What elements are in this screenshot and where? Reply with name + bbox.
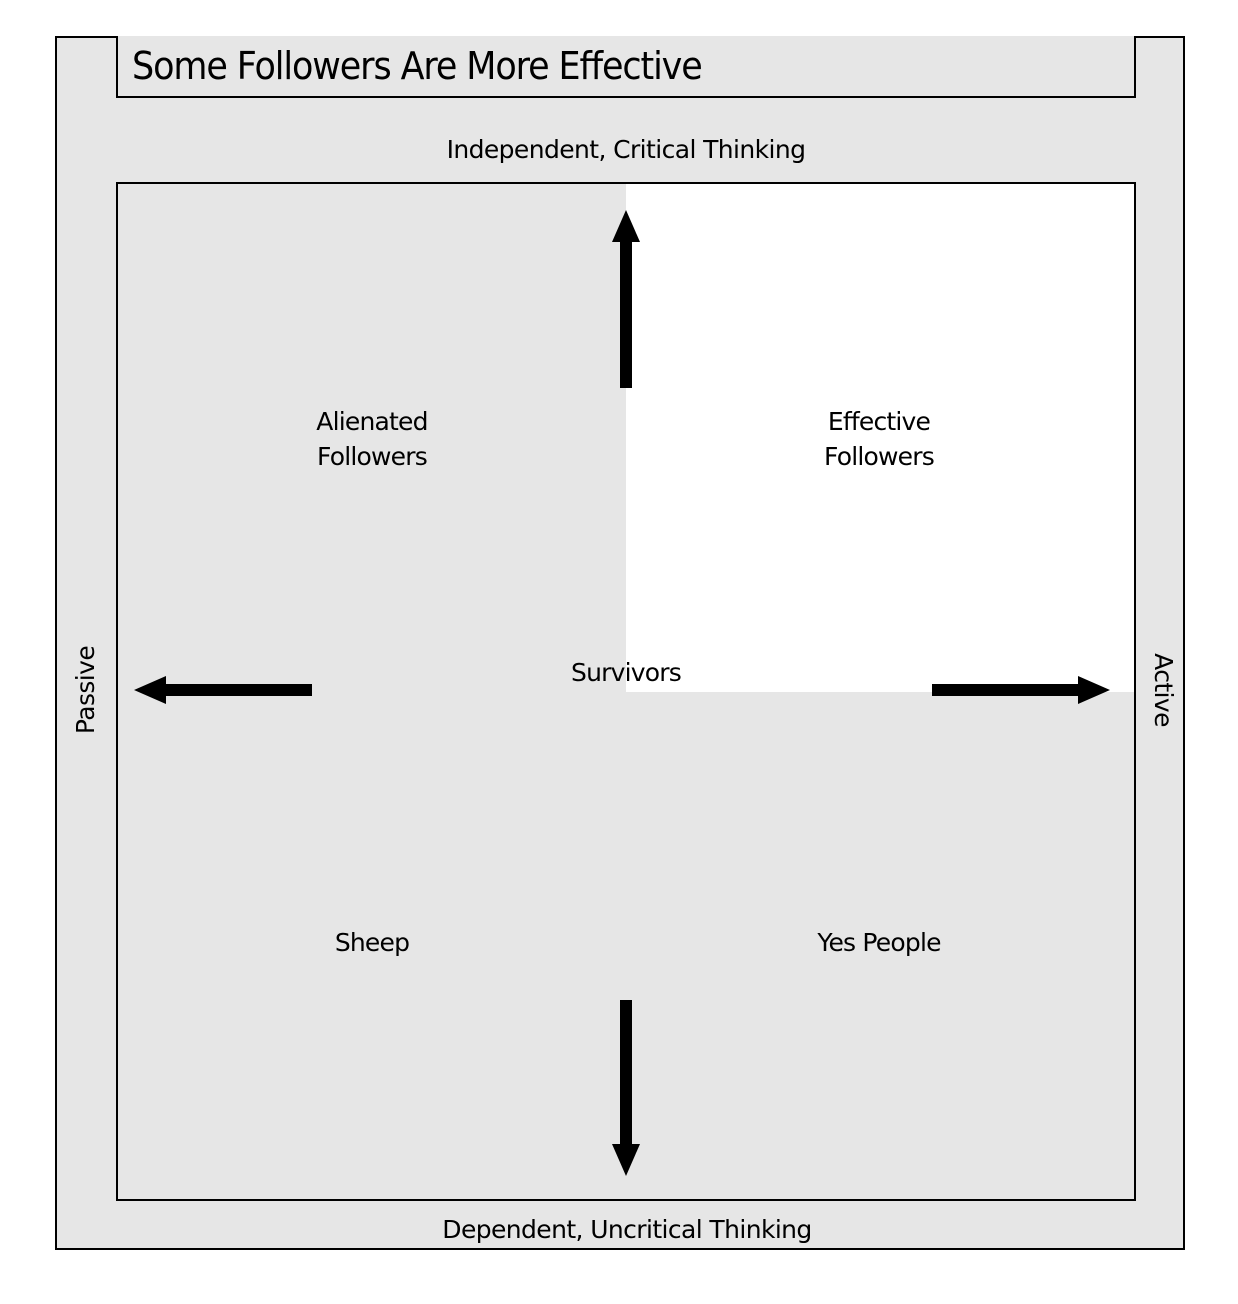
quadrant-label-sheep: Sheep bbox=[334, 928, 410, 957]
quadrant-label-effective-followers: Effective Followers bbox=[824, 407, 935, 471]
title-box: Some Followers Are More Effective bbox=[116, 36, 1136, 98]
diagram-title: Some Followers Are More Effective bbox=[132, 44, 703, 88]
axis-label-top: Independent, Critical Thinking bbox=[446, 135, 806, 164]
axis-label-left: Passive bbox=[71, 645, 100, 735]
quadrant-label-yes-people: Yes People bbox=[817, 928, 941, 957]
effective-quadrant-highlight bbox=[626, 184, 1134, 692]
center-label-survivors: Survivors bbox=[571, 658, 682, 687]
axis-label-bottom: Dependent, Uncritical Thinking bbox=[442, 1215, 812, 1244]
quadrant-label-alienated-followers: Alienated Followers bbox=[316, 407, 428, 471]
axis-label-right: Active bbox=[1149, 653, 1178, 727]
